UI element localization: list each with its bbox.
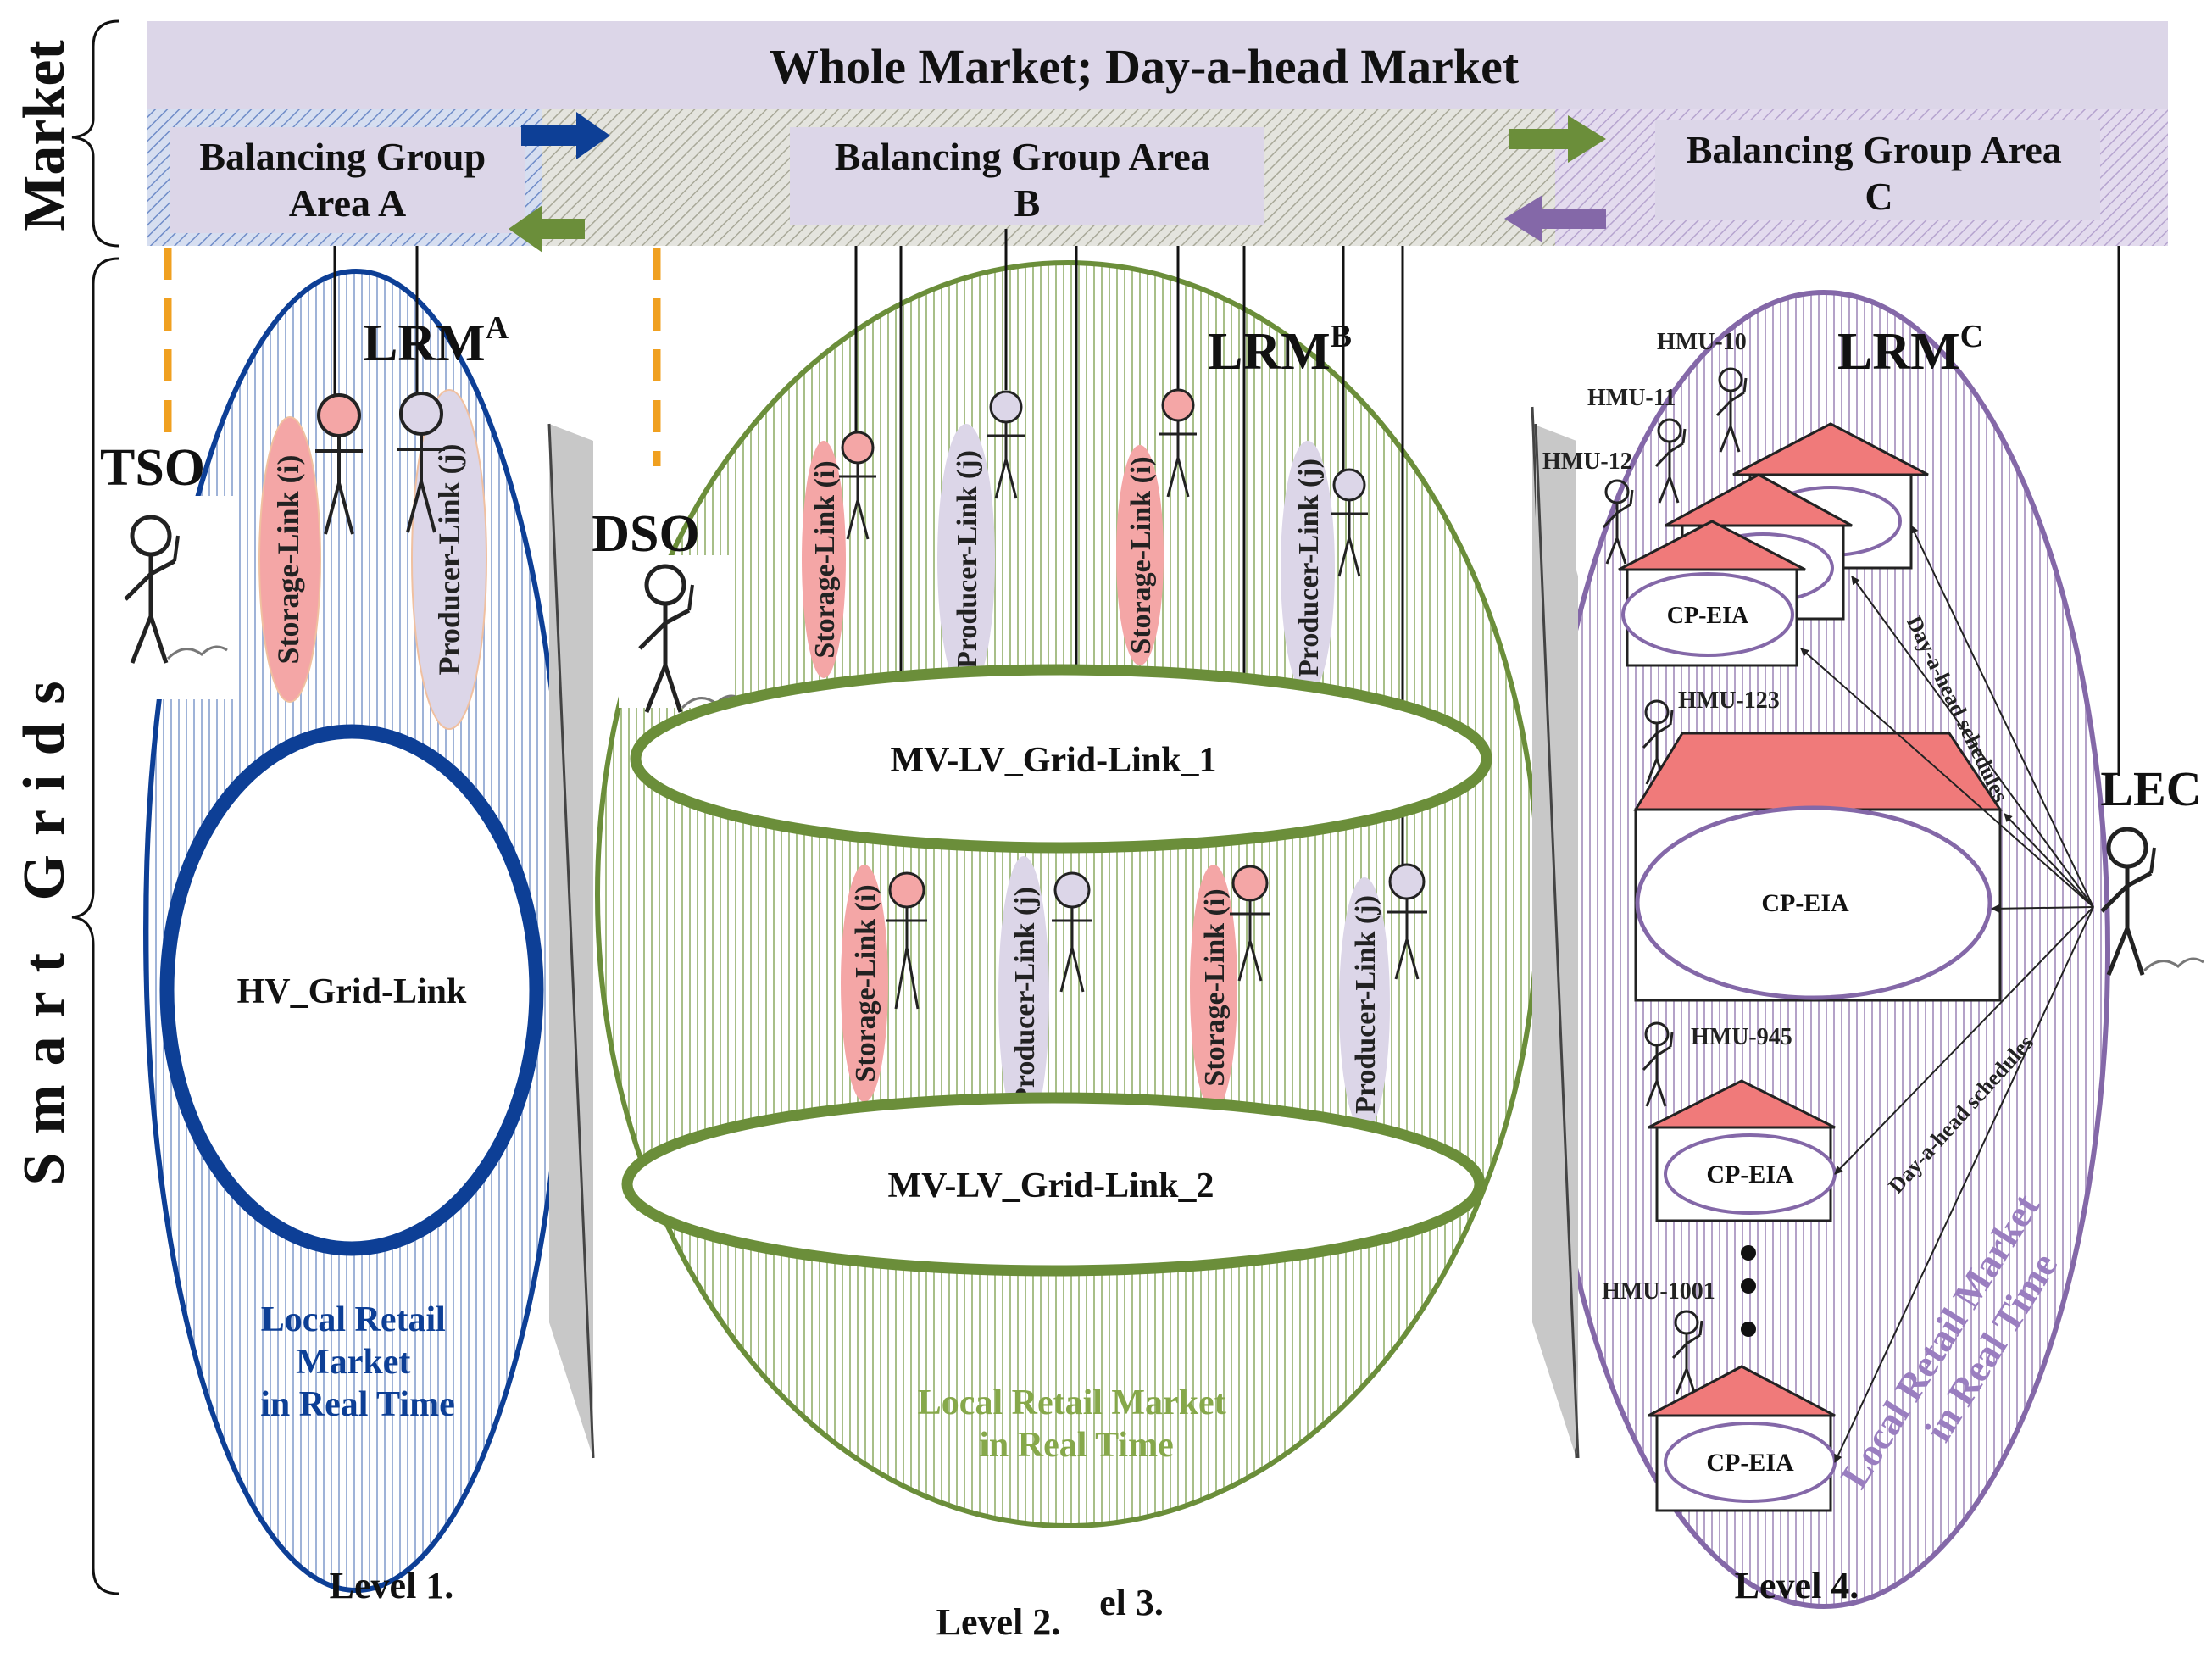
arrow-b-to-a: [509, 205, 585, 253]
retail-a-line3: in Real Time: [260, 1385, 454, 1424]
storage-actor-b4-icon: [1230, 865, 1270, 982]
producer-link-b1-label: Producer-Link (j): [952, 450, 983, 669]
retail-b-line1: Local Retail Market: [918, 1383, 1226, 1422]
area-c-label-line1: Balancing Group Area: [1687, 128, 2062, 171]
producer-actor-b4-icon: [1387, 863, 1427, 980]
producer-actor-b2-icon: [1331, 468, 1368, 577]
mv-lv-grid-link-2-label: MV-LV_Grid-Link_2: [887, 1166, 1214, 1205]
producer-link-b3-label: Producer-Link (j): [1009, 887, 1041, 1105]
schedule-arrows: [1800, 525, 2094, 1463]
more-units-dot-2: [1741, 1278, 1756, 1294]
arrow-b-to-c: [1509, 115, 1606, 163]
retail-a-line1: Local Retail: [261, 1300, 446, 1339]
market-brace: [71, 19, 119, 248]
area-c-label-line2: C: [1865, 175, 1892, 218]
producer-link-a-label: Producer-Link (j): [432, 444, 466, 676]
house-hmu-123: CP-EIA: [1633, 732, 2003, 1002]
svg-text:Local Retail Market in Rea: Local Retail Market in Real Time: [918, 1383, 1235, 1465]
storage-actor-b1-icon: [839, 431, 876, 540]
svg-text:Balancing Group Area A: Balancing Group Area A: [199, 135, 495, 225]
producer-link-b4: [1339, 877, 1390, 1132]
producer-link-b2: [1281, 441, 1335, 695]
storage-link-b3-label: Storage-Link (i): [850, 884, 881, 1082]
more-units-dot-1: [1741, 1245, 1756, 1261]
lrm-a-label: LRMA: [363, 310, 509, 372]
producer-link-b2-label: Producer-Link (j): [1293, 459, 1325, 677]
producer-link-b4-label: Producer-Link (j): [1350, 895, 1381, 1114]
area-b-label-line1: Balancing Group Area: [835, 135, 1210, 178]
house-hmu-1001: CP-EIA: [1648, 1365, 1837, 1512]
market-side-label: Market: [12, 40, 77, 231]
cp-eia-label-4: CP-EIA: [1706, 1449, 1794, 1477]
lec-label: LEC: [2100, 761, 2201, 816]
storage-link-b4: [1190, 865, 1237, 1110]
storage-actor-b2-icon: [1159, 388, 1197, 498]
mv-lv-grid-link-2: [621, 1092, 1486, 1277]
whole-market-band: [147, 21, 2168, 109]
hv-grid-link-label: HV_Grid-Link: [237, 972, 467, 1011]
cp-eia-label-1: CP-EIA: [1667, 603, 1749, 629]
hv-grid-link: [159, 724, 544, 1256]
mv-lv-grid-link-1-label: MV-LV_Grid-Link_1: [890, 741, 1216, 780]
hmu-11-label: HMU-11: [1587, 385, 1676, 411]
producer-link-b3: [998, 856, 1049, 1136]
house-hmu-12: CP-EIA: [1618, 520, 1806, 667]
storage-link-b3: [841, 865, 888, 1102]
storage-link-a-label: Storage-Link (i): [271, 455, 305, 665]
storage-actor-a-icon: [315, 393, 363, 535]
area-a-label-line2: Area A: [289, 181, 406, 225]
producer-link-b1: [937, 424, 995, 695]
hmu-945-label: HMU-945: [1691, 1024, 1792, 1050]
storage-link-b2: [1116, 445, 1164, 665]
cp-eia-label-2: CP-EIA: [1761, 889, 1849, 917]
hmu-123-label: HMU-123: [1678, 687, 1780, 714]
arrow-a-to-b: [521, 112, 610, 159]
producer-actor-b1-icon: [987, 390, 1025, 499]
svg-text:Balancing Group Area B: Balancing Group Area B: [835, 135, 1220, 225]
producer-link-a: [411, 389, 487, 730]
producer-actor-a-icon: [397, 392, 445, 533]
house-hmu-945: CP-EIA: [1648, 1079, 1837, 1222]
area-b-box: [790, 127, 1264, 225]
lec-person-icon: [2102, 829, 2204, 975]
arrow-c-to-b: [1504, 195, 1606, 242]
storage-link-b4-label: Storage-Link (i): [1199, 888, 1231, 1086]
smart-grids-brace: [71, 257, 119, 1595]
lrm-b-label: LRMB: [1208, 319, 1352, 381]
hmu-1001-label: HMU-1001: [1602, 1278, 1715, 1305]
mv-lv-grid-link-1: [630, 664, 1492, 854]
level-2-label: Level 2.: [936, 1601, 1061, 1643]
smart-grids-side-label: Smart Grids: [12, 662, 77, 1185]
level-4-label: Level 4.: [1735, 1565, 1859, 1606]
storage-link-b1: [802, 441, 846, 678]
storage-actor-b3-icon: [886, 871, 927, 1010]
area-b-label-line2: B: [1014, 181, 1041, 225]
retail-b-line2: in Real Time: [979, 1426, 1173, 1465]
lrm-c-label: LRMC: [1837, 319, 1983, 381]
tso-label: TSO: [100, 439, 205, 497]
area-a-box: [170, 127, 525, 233]
retail-a-line2: Market: [296, 1343, 410, 1382]
dso-label: DSO: [592, 505, 699, 563]
whole-market-title: Whole Market; Day-a-head Market: [770, 39, 1520, 94]
area-c-box: [1655, 120, 2100, 220]
storage-link-a: [258, 416, 321, 703]
level-3-label: el 3.: [1099, 1582, 1164, 1623]
hmu-12-label: HMU-12: [1542, 448, 1632, 475]
svg-text:Balancing Group Area C: Balancing Group Area C: [1687, 128, 2072, 218]
more-units-dot-3: [1741, 1322, 1756, 1337]
cp-eia-label-3: CP-EIA: [1706, 1160, 1794, 1188]
storage-link-b1-label: Storage-Link (i): [809, 460, 841, 658]
hmu-10-label: HMU-10: [1657, 329, 1747, 355]
storage-link-b2-label: Storage-Link (i): [1125, 456, 1157, 654]
producer-actor-b3-icon: [1052, 871, 1092, 993]
level-1-label: Level 1.: [330, 1565, 454, 1606]
svg-text:Local Retail Market in: Local Retail Market in Real Time: [260, 1300, 454, 1424]
area-a-label-line1: Balancing Group: [199, 135, 486, 178]
